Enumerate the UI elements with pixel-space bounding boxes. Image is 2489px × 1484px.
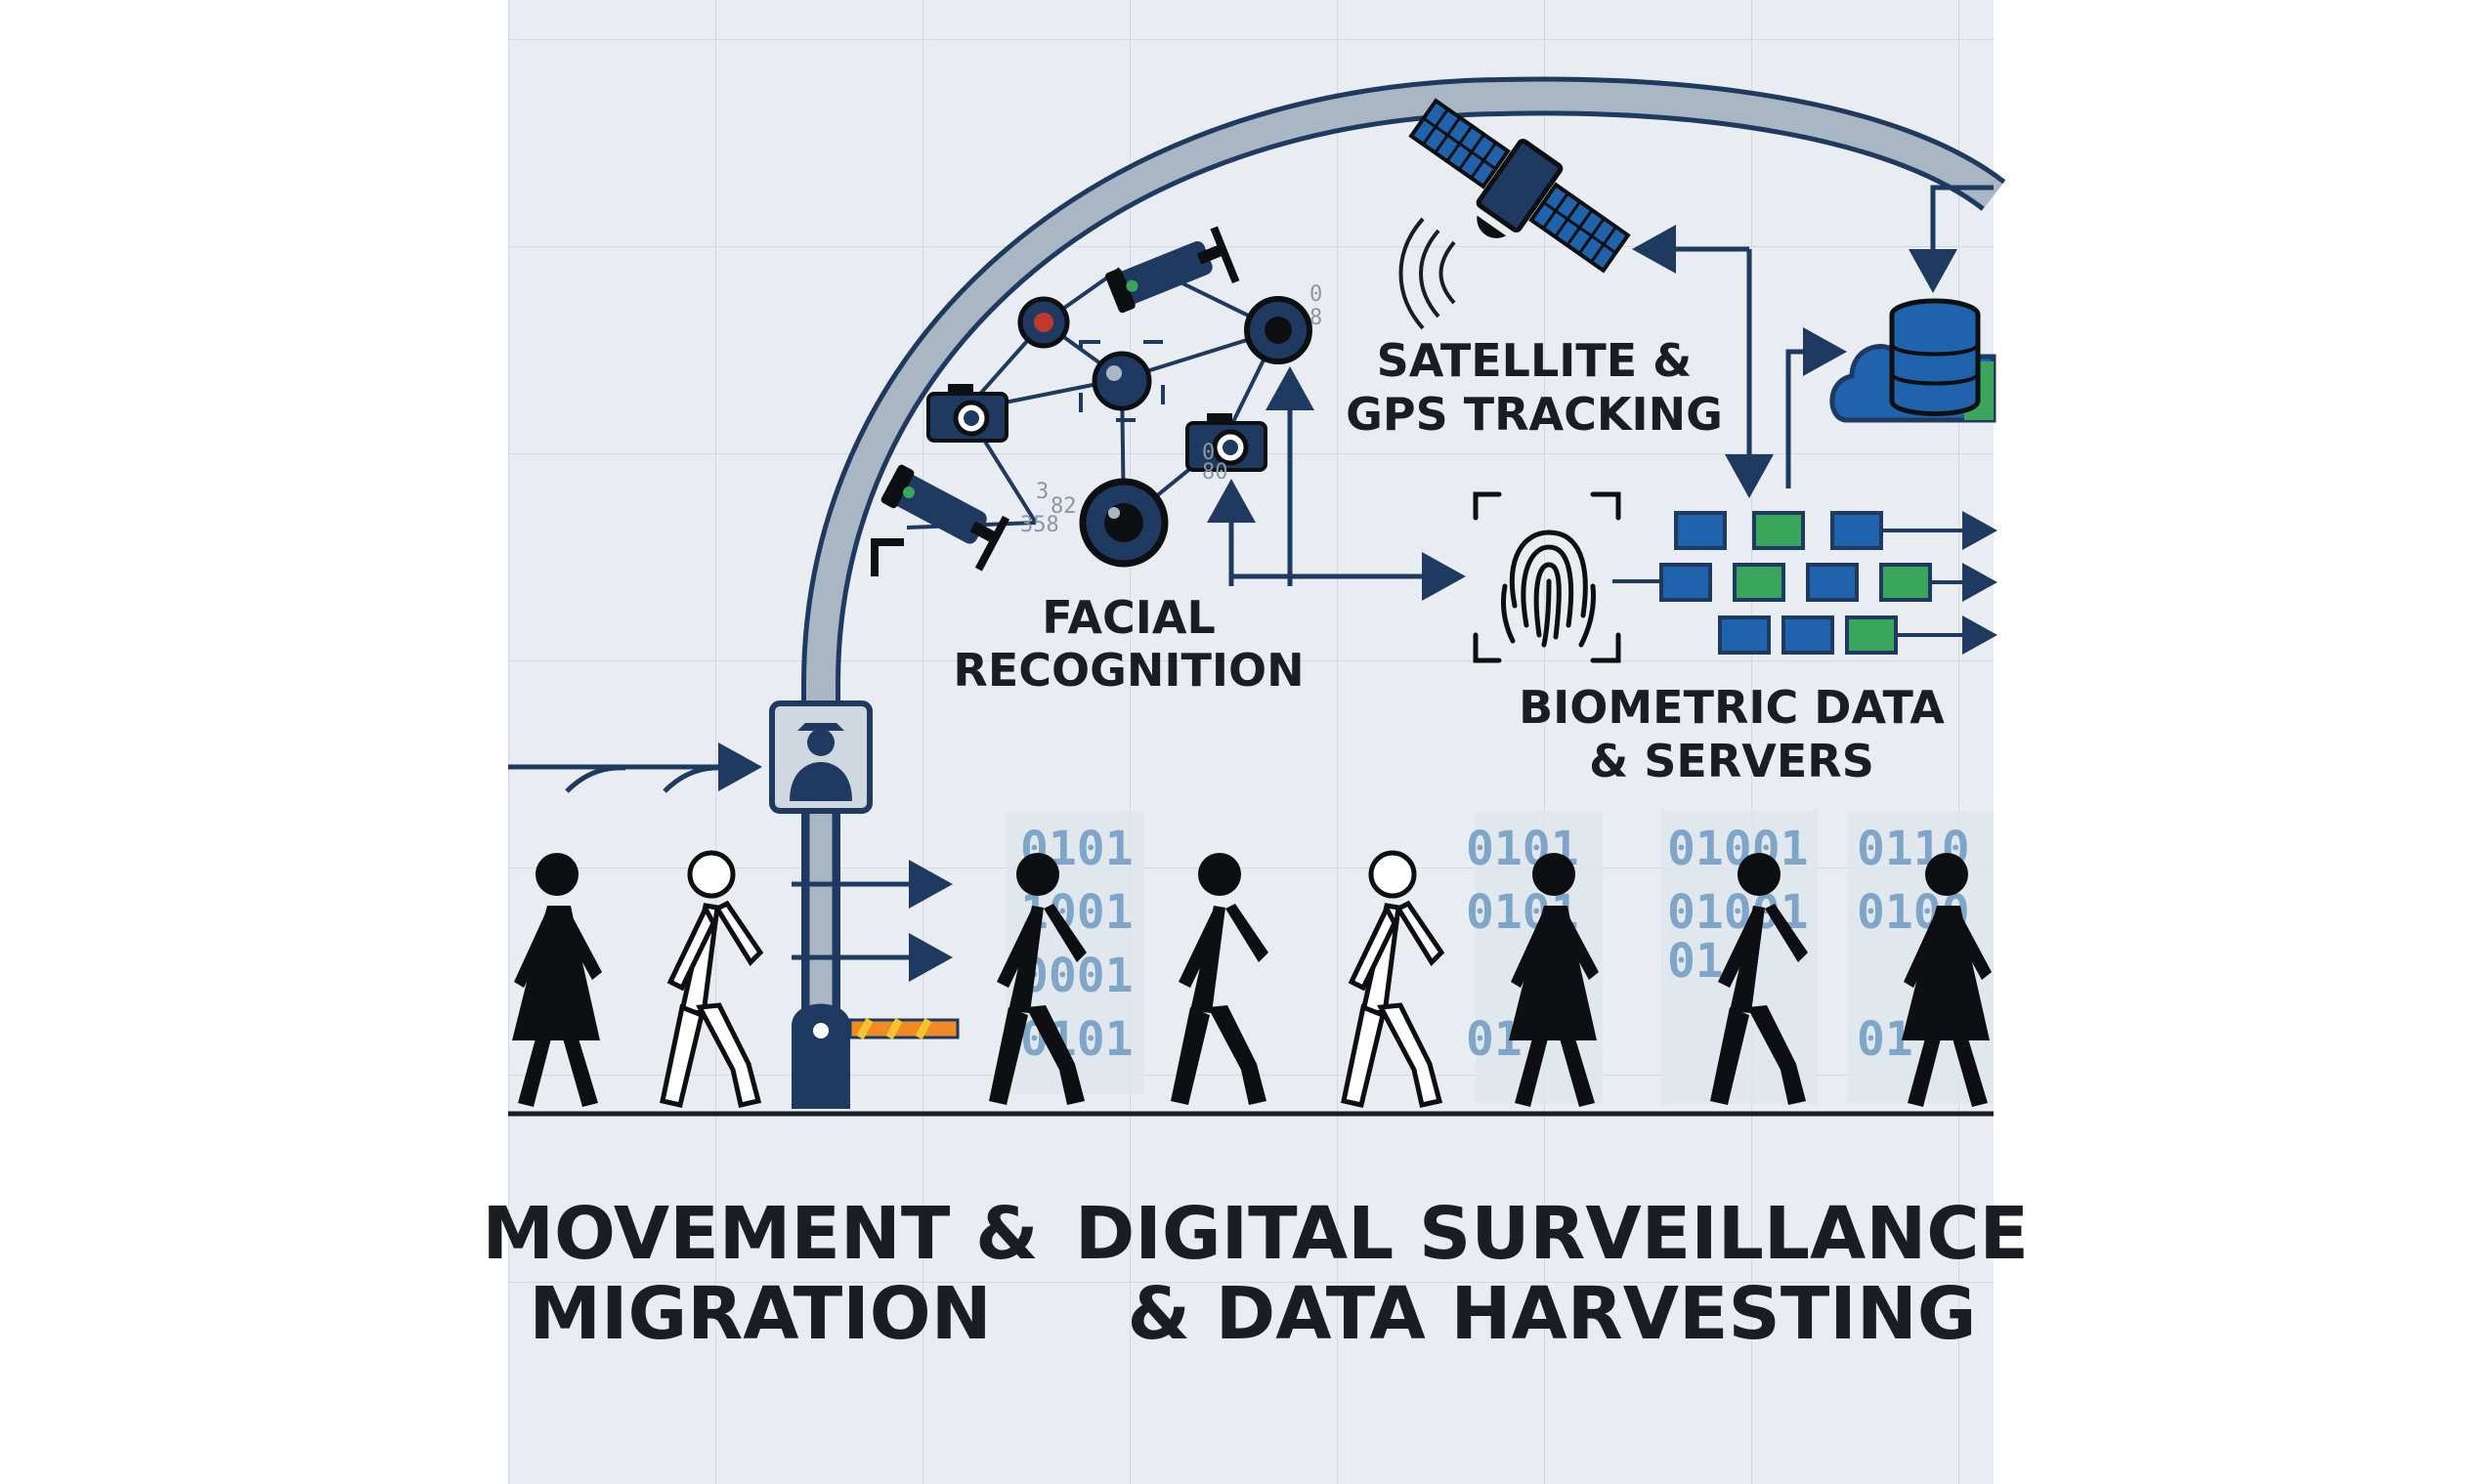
signal-waves-icon: [1398, 217, 1456, 330]
digital-surveillance-label: DIGITAL SURVEILLANCE: [1075, 1192, 2029, 1276]
satellite-tracking-label: SATELLITE &: [1377, 334, 1693, 387]
fingerprint-icon: [1473, 491, 1621, 663]
camera-bracket-icon: [871, 538, 904, 576]
digital-surveillance-label: & DATA HARVESTING: [1128, 1272, 1977, 1356]
camera-lens-icon: [1079, 478, 1169, 568]
movement-migration-label: MIGRATION: [529, 1272, 991, 1356]
svg-text:358: 358: [1020, 513, 1059, 537]
biometric-data-label: BIOMETRIC DATA: [1519, 681, 1945, 734]
svg-text:80: 80: [1202, 460, 1228, 485]
photo-camera-icon: [928, 384, 1007, 441]
svg-text:3: 3: [1036, 480, 1049, 504]
gate-base-icon: [792, 1003, 850, 1109]
svg-text:01001: 01001: [1667, 822, 1809, 876]
incoming-flow-arrows: [508, 742, 953, 982]
satellite-tracking-label: GPS TRACKING: [1346, 388, 1723, 441]
svg-text:0: 0: [1202, 441, 1215, 465]
barrier-arm: [848, 1018, 960, 1039]
svg-text:01: 01: [1667, 934, 1724, 989]
server-blocks: [1612, 511, 1932, 655]
server-output-arrows: [1881, 511, 1997, 655]
facial-recognition-label: RECOGNITION: [953, 644, 1304, 697]
officer-badge-icon: [769, 700, 873, 814]
camera-lens-icon: [1244, 296, 1312, 364]
lens-icon: [1017, 296, 1070, 349]
database-cloud-icon: [1829, 298, 1996, 423]
movement-migration-label: MOVEMENT &: [482, 1192, 1038, 1276]
satellite-icon: [1408, 98, 1631, 274]
camera-lens-icon: [1079, 340, 1165, 422]
facial-recognition-label: FACIAL: [1042, 591, 1216, 644]
satellite-arrows: [1632, 185, 1994, 498]
biometric-data-label: & SERVERS: [1589, 735, 1874, 787]
svg-text:8: 8: [1309, 306, 1322, 330]
svg-text:0: 0: [1309, 282, 1322, 307]
svg-text:82: 82: [1051, 494, 1077, 519]
facial-to-biometric-arrows: [1207, 366, 1466, 601]
